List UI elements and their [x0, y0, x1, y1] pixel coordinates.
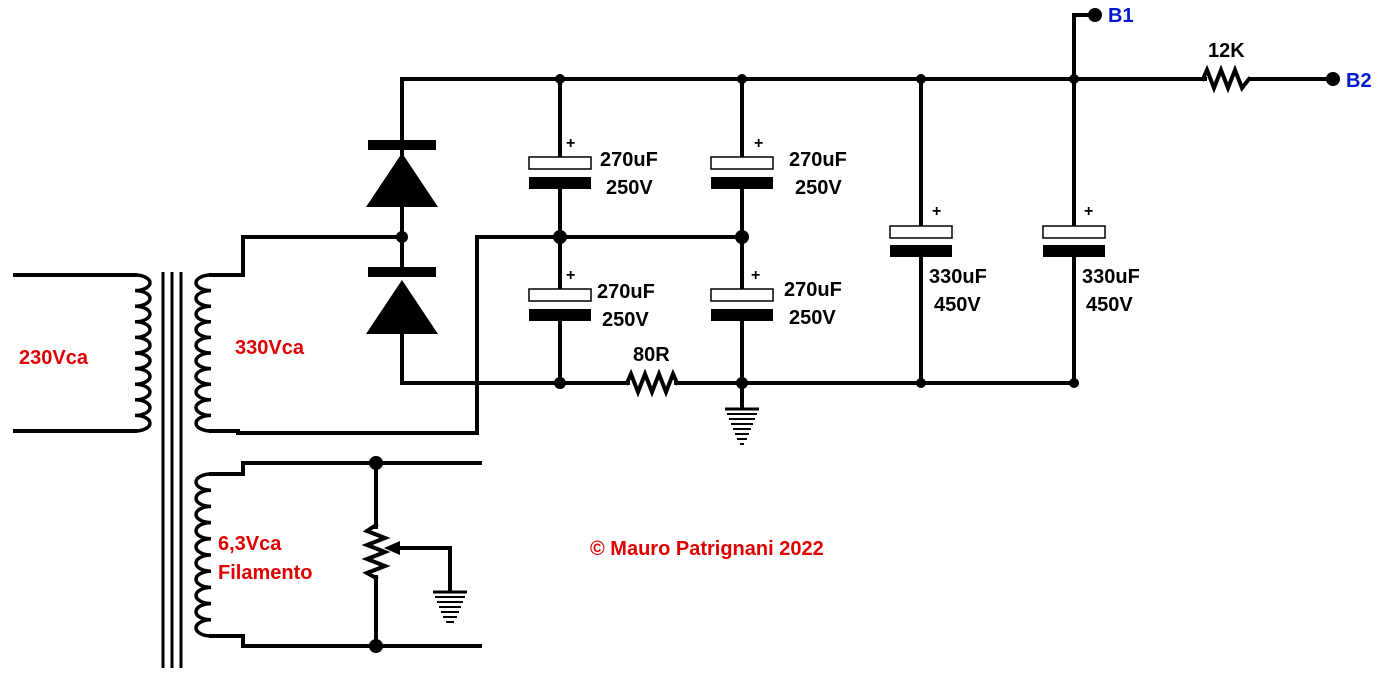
terminal-b1: B1 [1088, 5, 1134, 27]
c4-plus: + [751, 267, 760, 284]
potentiometer [361, 522, 400, 581]
ground-main-icon [725, 407, 759, 445]
secondary-voltage-label: 330Vca [235, 337, 305, 359]
c3-plus: + [754, 135, 763, 152]
c1-voltage: 250V [606, 177, 653, 199]
terminal-b2: B2 [1326, 70, 1372, 92]
c5-voltage: 450V [934, 294, 981, 316]
c2-voltage: 250V [602, 309, 649, 331]
c4-value: 270uF [784, 279, 842, 301]
capacitor-c3: + 270uF 250V [710, 135, 847, 199]
heater-voltage-label: 6,3Vca [218, 533, 282, 555]
capacitor-c5: + 330uF 450V [889, 203, 987, 316]
ground-heater-icon [433, 590, 467, 623]
diode-top [366, 140, 438, 207]
c6-value: 330uF [1082, 266, 1140, 288]
heater-name-label: Filamento [218, 562, 312, 584]
c5-plus: + [932, 203, 941, 220]
c2-value: 270uF [597, 281, 655, 303]
terminal-b1-label: B1 [1108, 5, 1134, 27]
resistor-80r: 80R [624, 344, 680, 398]
resistor-12k-label: 12K [1208, 40, 1245, 62]
resistor-80r-label: 80R [633, 344, 670, 366]
c6-plus: + [1084, 203, 1093, 220]
secondary-winding [194, 273, 212, 433]
transformer [13, 272, 212, 668]
primary-voltage-label: 230Vca [19, 347, 89, 369]
capacitor-c1: + 270uF 250V [528, 135, 658, 199]
c1-value: 270uF [600, 149, 658, 171]
junction-dots [369, 74, 1079, 653]
c1-plus: + [566, 135, 575, 152]
diode-bottom [366, 267, 438, 334]
transformer-core [161, 272, 183, 668]
primary-winding [134, 273, 152, 433]
c5-value: 330uF [929, 266, 987, 288]
terminal-b2-label: B2 [1346, 70, 1372, 92]
heater-winding [194, 472, 212, 638]
c2-plus: + [566, 267, 575, 284]
capacitor-c2: + 270uF 250V [528, 267, 655, 331]
c3-value: 270uF [789, 149, 847, 171]
capacitor-c4: + 270uF 250V [710, 267, 842, 329]
c6-voltage: 450V [1086, 294, 1133, 316]
resistor-12k: 12K [1200, 40, 1252, 94]
copyright-text: © Mauro Patrignani 2022 [590, 538, 824, 560]
c3-voltage: 250V [795, 177, 842, 199]
c4-voltage: 250V [789, 307, 836, 329]
capacitor-c6: + 330uF 450V [1042, 203, 1140, 316]
